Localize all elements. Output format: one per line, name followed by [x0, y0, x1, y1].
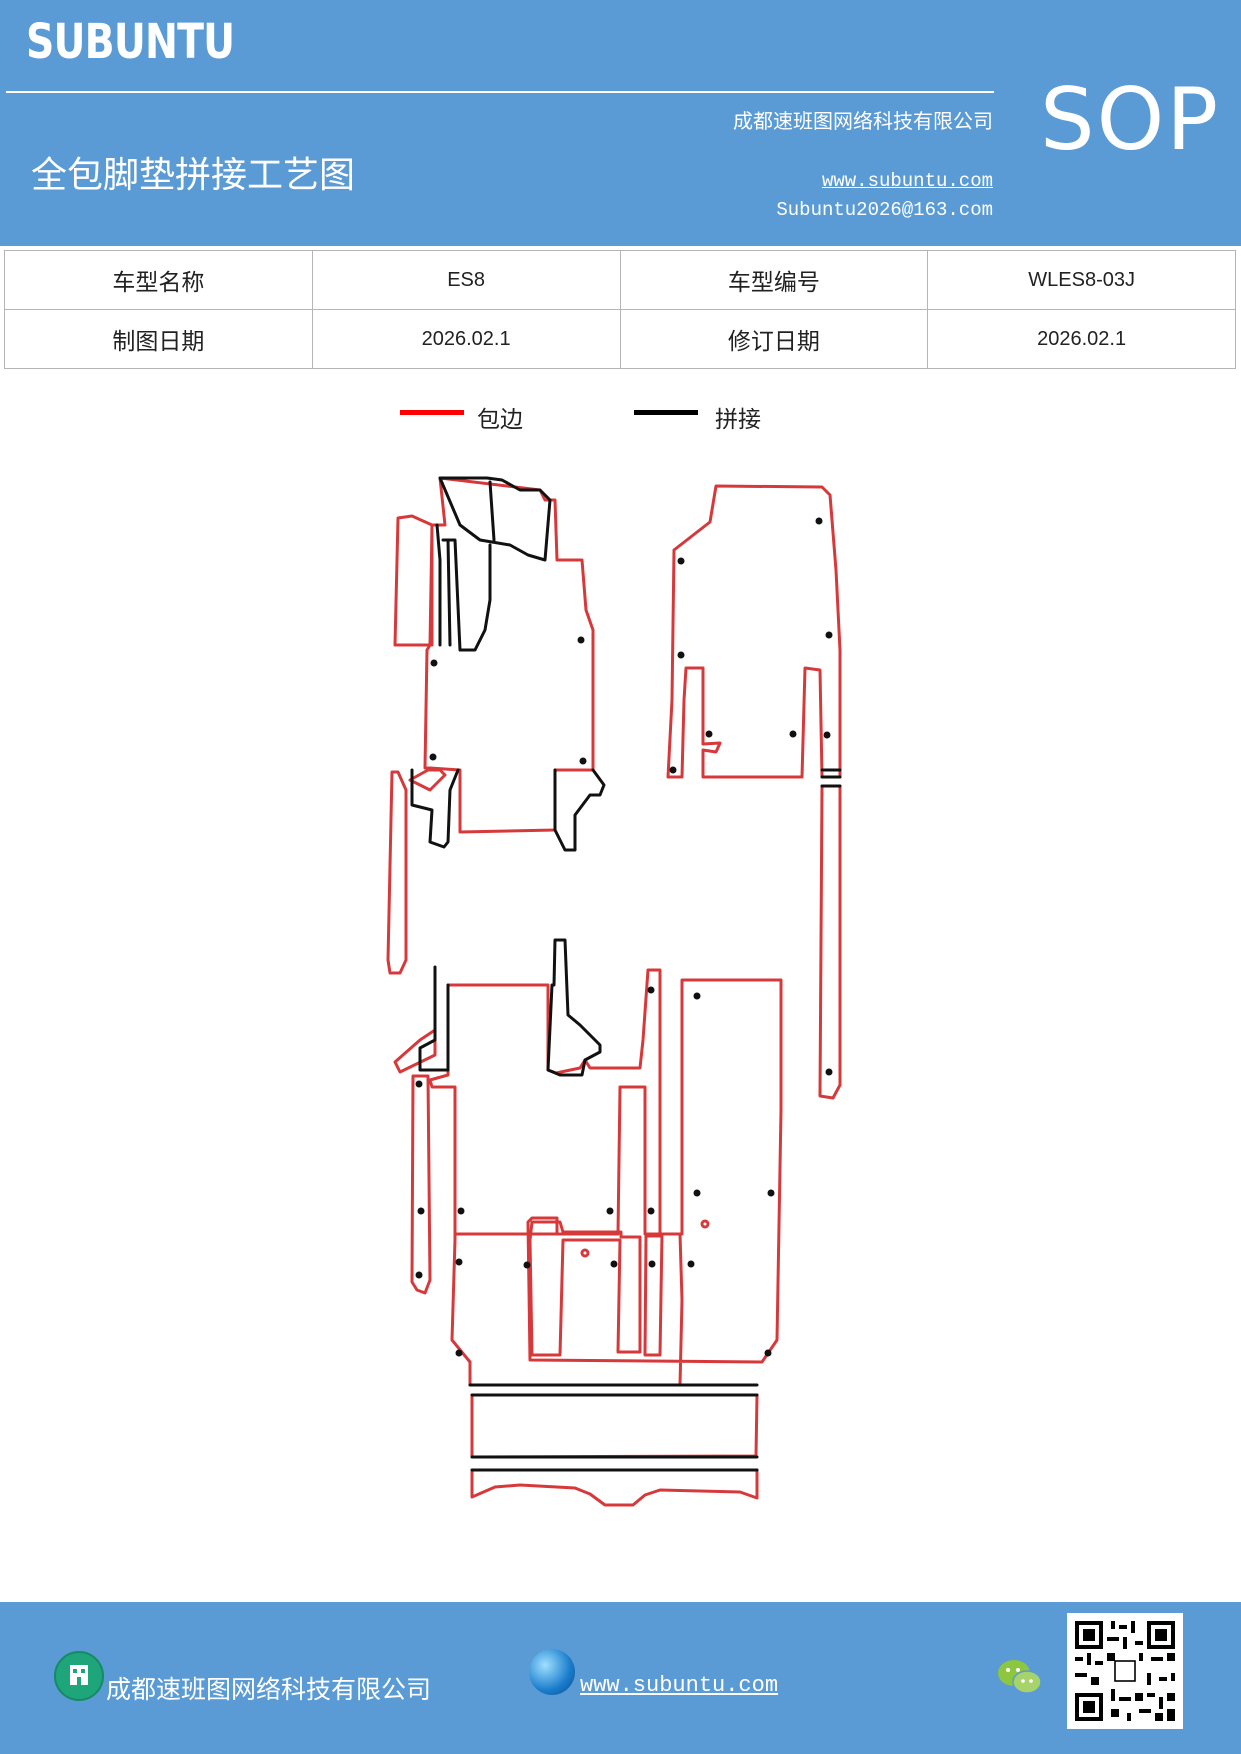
seam-row2-right [546, 938, 602, 1077]
fix-dot [455, 1258, 463, 1266]
globe-icon [529, 1649, 575, 1695]
fix-dot [677, 557, 685, 565]
seam-left-flap-a [435, 523, 442, 647]
fix-dot [415, 1080, 423, 1088]
fix-dot [417, 1207, 425, 1215]
model-name-label: 车型名称 [4, 250, 313, 310]
model-code-label: 车型编号 [619, 250, 929, 310]
fix-dot [677, 651, 685, 659]
header-divider [6, 91, 994, 93]
model-code-value: WLES8-03J [927, 250, 1236, 310]
mat-piece-driver-left-flap [393, 514, 434, 647]
mat-piece-row2-left [410, 1074, 432, 1295]
fix-dot [577, 636, 585, 644]
table-row: 车型名称 ES8 车型编号 WLES8-03J [4, 250, 1236, 310]
seam-passenger-bottom [820, 768, 842, 779]
legend-edge-label: 包边 [477, 407, 523, 433]
legend-seam-swatch [634, 410, 698, 415]
website-link[interactable]: www.subuntu.com [821, 170, 993, 192]
page-header: SUBUNTU SOP 全包脚垫拼接工艺图 成都速班图网络科技有限公司 www.… [0, 0, 1241, 246]
legend-seam-label: 拼接 [715, 407, 761, 433]
fix-dot [455, 1349, 463, 1357]
legend-edge-swatch [400, 410, 464, 415]
fix-dot [606, 1207, 614, 1215]
building-icon [54, 1651, 104, 1701]
model-name-value: ES8 [311, 250, 621, 310]
mat-piece-left-flap-upper [408, 768, 447, 792]
fix-dot [647, 986, 655, 994]
fix-dot [764, 1349, 772, 1357]
fix-dot [705, 730, 713, 738]
seam-driver-right [553, 768, 606, 852]
seam-row2-left [418, 965, 450, 1072]
fix-dot [823, 731, 831, 739]
mat-piece-left-flap-lower [393, 1028, 437, 1074]
fix-dot [767, 1189, 775, 1197]
page-footer: 成都速班图网络科技有限公司 www.subuntu.com [0, 1602, 1241, 1754]
fix-dot [579, 757, 587, 765]
qr-code [1067, 1613, 1183, 1729]
wechat-icon[interactable] [996, 1656, 1044, 1704]
floor-mat-diagram [386, 476, 842, 1507]
fix-dot [825, 631, 833, 639]
brand-logo: SUBUNTU [26, 14, 235, 70]
fix-dot [789, 730, 797, 738]
fix-dot [648, 1260, 656, 1268]
mat-piece-rear-strip-1 [470, 1393, 759, 1459]
footer-website-link[interactable]: www.subuntu.com [580, 1673, 779, 1698]
mat-piece-center-panel [450, 978, 783, 1387]
seam-front-mid [488, 480, 496, 542]
legend: 包边 拼接 [0, 400, 1241, 440]
mat-piece-rear-strip-2 [470, 1468, 759, 1507]
sop-label: SOP [1040, 70, 1221, 170]
draw-date-label: 制图日期 [4, 309, 313, 369]
fix-dot [457, 1207, 465, 1215]
fix-dot [825, 1068, 833, 1076]
fix-dot [610, 1260, 618, 1268]
mat-piece-right-strip [818, 784, 842, 1100]
fix-dot [815, 517, 823, 525]
fix-dot [687, 1260, 695, 1268]
fix-dot [523, 1261, 531, 1269]
mat-piece-driver [423, 476, 595, 834]
table-row: 制图日期 2026.02.1 修订日期 2026.02.1 [4, 309, 1236, 369]
fix-dot [693, 1189, 701, 1197]
seam-front-inner [441, 538, 492, 652]
company-name: 成都速班图网络科技有限公司 [733, 109, 993, 133]
mat-piece-left-strip [386, 770, 408, 975]
seam-left-flap-b [446, 538, 452, 647]
fix-dot [669, 766, 677, 774]
fix-dot [647, 1207, 655, 1215]
seam-front-top [438, 476, 552, 562]
page-title: 全包脚垫拼接工艺图 [31, 155, 356, 196]
revise-date-label: 修订日期 [619, 309, 929, 369]
revise-date-value: 2026.02.1 [927, 309, 1236, 369]
fix-dot [415, 1271, 423, 1279]
mat-piece-row2-center-left [428, 968, 662, 1236]
mat-piece-cross-bar [528, 1220, 642, 1357]
fix-dot [430, 659, 438, 667]
hole-marker [580, 1248, 590, 1258]
fix-dot [429, 753, 437, 761]
footer-company: 成都速班图网络科技有限公司 [106, 1675, 432, 1704]
draw-date-value: 2026.02.1 [311, 309, 621, 369]
mat-piece-passenger [666, 484, 842, 779]
fix-dot [693, 992, 701, 1000]
email-address[interactable]: Subuntu2026@163.com [776, 199, 993, 221]
seam-driver-left [410, 768, 460, 849]
info-table: 车型名称 ES8 车型编号 WLES8-03J 制图日期 2026.02.1 修… [4, 250, 1236, 369]
hole-marker [700, 1219, 710, 1229]
